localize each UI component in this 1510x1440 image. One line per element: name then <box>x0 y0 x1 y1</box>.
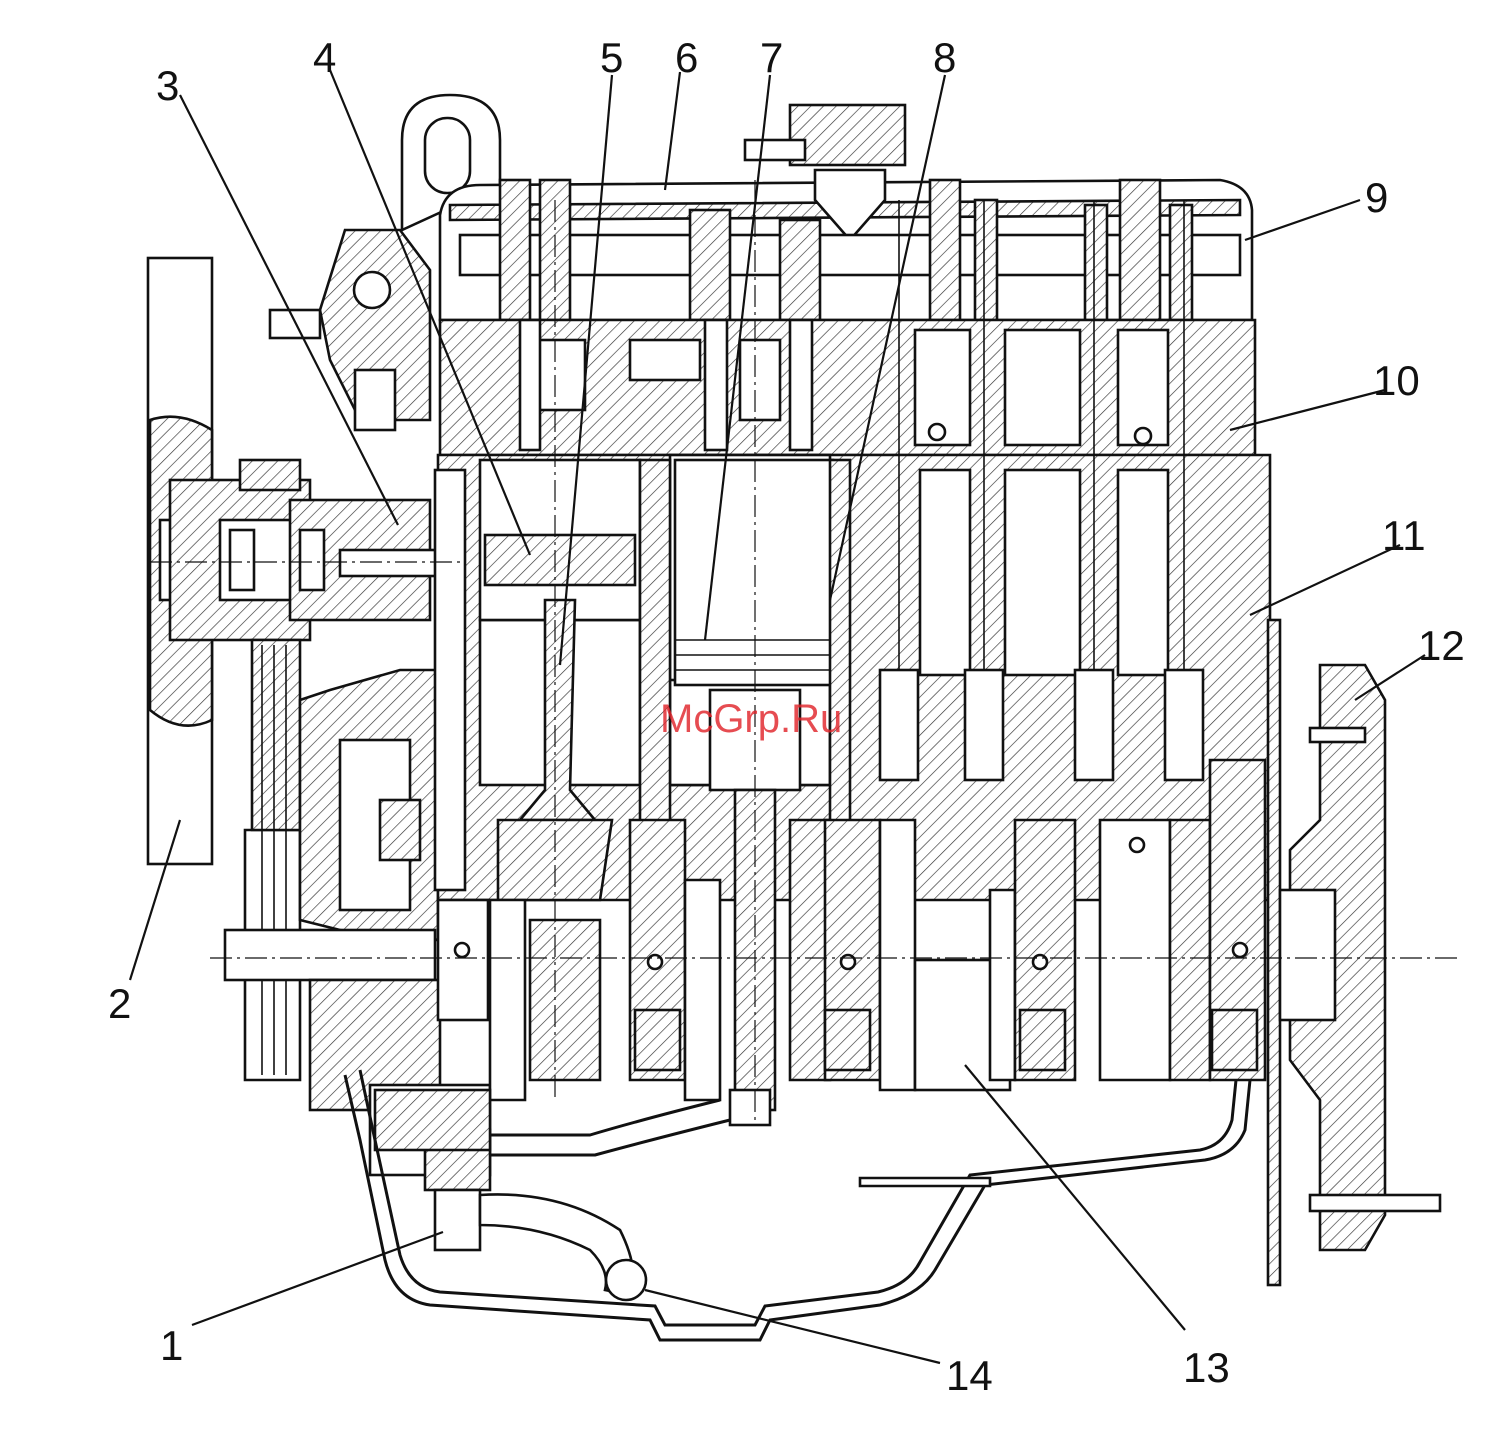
callout-1: 1 <box>160 1322 183 1369</box>
callout-5: 5 <box>600 34 623 81</box>
callout-3: 3 <box>156 62 179 109</box>
oil-pump <box>375 1090 646 1300</box>
callout-2: 2 <box>108 980 131 1027</box>
watermark-text: McGrp.Ru <box>660 697 842 741</box>
pulley-hub <box>170 460 440 640</box>
callout-6: 6 <box>675 34 698 81</box>
callout-10: 10 <box>1373 357 1420 404</box>
cylinder-head <box>440 320 1255 455</box>
callout-14: 14 <box>946 1352 993 1399</box>
flywheel <box>1268 620 1440 1285</box>
callout-4: 4 <box>313 34 336 81</box>
oil-pipe <box>490 1100 730 1155</box>
crank-pulley <box>245 640 300 1080</box>
callout-9: 9 <box>1365 174 1388 221</box>
callout-11: 11 <box>1382 512 1426 559</box>
callout-12: 12 <box>1418 622 1465 669</box>
callout-13: 13 <box>1183 1344 1230 1391</box>
fuel-pump <box>270 230 430 430</box>
callout-8: 8 <box>933 34 956 81</box>
callout-7: 7 <box>760 34 783 81</box>
